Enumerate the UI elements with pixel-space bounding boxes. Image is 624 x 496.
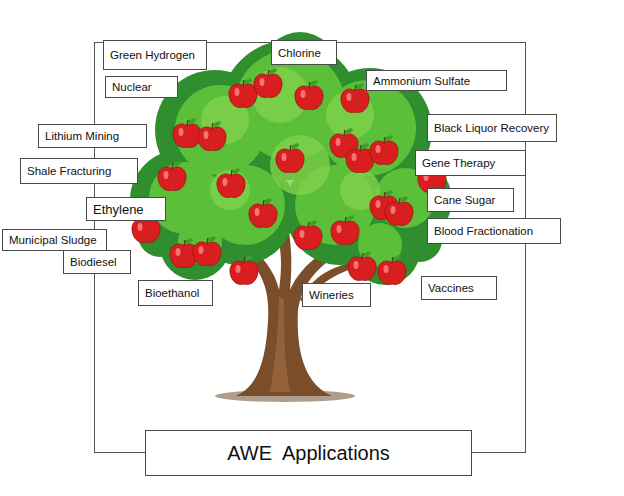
apple: [254, 67, 282, 97]
label-box: Wineries: [302, 283, 371, 307]
canopy-light: [201, 67, 380, 210]
label-box: Cane Sugar: [427, 188, 514, 212]
apples: [132, 67, 446, 284]
label-text: Ethylene: [93, 202, 144, 217]
apple: [346, 142, 374, 172]
apple: [198, 120, 226, 150]
label-text: Gene Therapy: [422, 157, 495, 169]
apple: [295, 79, 323, 109]
title-text: AWE Applications: [227, 442, 390, 465]
label-box: Bioethanol: [138, 280, 213, 306]
label-box: Chlorine: [271, 40, 337, 65]
label-text: Cane Sugar: [434, 194, 495, 206]
apple: [230, 254, 258, 284]
label-box: Municipal Sludge: [2, 229, 107, 251]
outer-frame: [95, 43, 526, 453]
label-box: Lithium Mining: [38, 124, 147, 148]
label-box: Green Hydrogen: [103, 40, 207, 70]
label-box: Blood Fractionation: [427, 218, 561, 244]
apple: [276, 142, 304, 172]
label-text: Biodiesel: [70, 256, 117, 268]
apple: [331, 214, 359, 244]
label-text: Chlorine: [278, 47, 321, 59]
label-text: Bioethanol: [145, 287, 199, 299]
label-box: Black Liquor Recovery: [427, 114, 557, 142]
apple: [378, 254, 406, 284]
title-box: AWE Applications: [145, 430, 472, 476]
apple: [370, 134, 398, 164]
apple: [229, 77, 257, 107]
apple: [294, 219, 322, 249]
label-text: Green Hydrogen: [110, 49, 195, 61]
label-box: Shale Fracturing: [20, 158, 138, 184]
apple: [158, 160, 186, 190]
label-box: Vaccines: [421, 276, 497, 300]
label-text: Wineries: [309, 289, 354, 301]
label-text: Vaccines: [428, 282, 474, 294]
apple: [193, 235, 221, 265]
label-box: Ammonium Sulfate: [366, 70, 507, 91]
label-text: Shale Fracturing: [27, 165, 111, 177]
label-box: Biodiesel: [63, 250, 131, 274]
label-box: Ethylene: [86, 197, 166, 221]
label-box: Gene Therapy: [415, 150, 526, 176]
label-box: Nuclear: [105, 76, 178, 98]
label-text: Blood Fractionation: [434, 225, 533, 237]
label-text: Nuclear: [112, 81, 152, 93]
apple: [341, 82, 369, 112]
label-text: Lithium Mining: [45, 130, 119, 142]
apple: [217, 167, 245, 197]
apple: [385, 195, 413, 225]
label-text: Ammonium Sulfate: [373, 75, 470, 87]
apple: [348, 250, 376, 280]
label-text: Black Liquor Recovery: [434, 122, 549, 134]
label-text: Municipal Sludge: [9, 234, 97, 246]
apple: [249, 197, 277, 227]
apple: [173, 117, 201, 147]
